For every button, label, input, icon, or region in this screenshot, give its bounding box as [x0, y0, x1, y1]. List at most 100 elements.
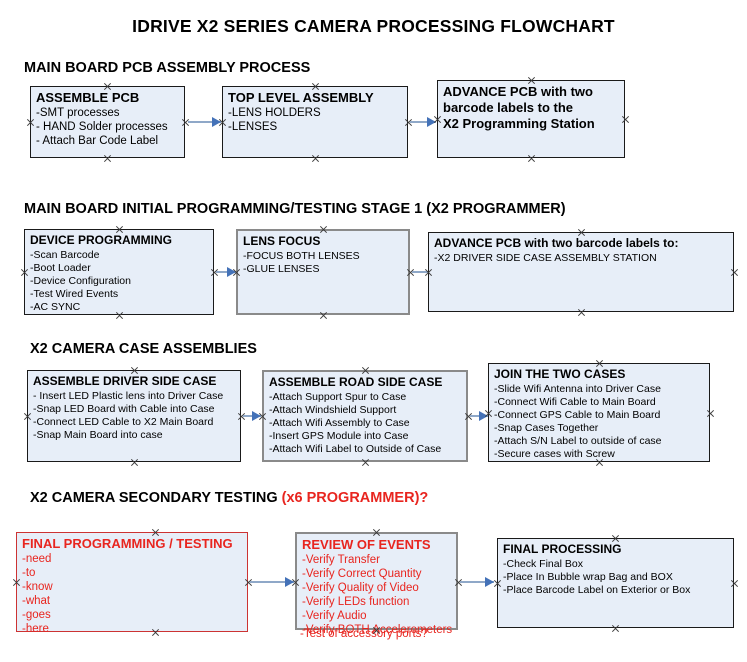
- connection-handle-right[interactable]: [706, 409, 715, 418]
- node-header: ASSEMBLE ROAD SIDE CASE: [269, 375, 443, 389]
- connection-handle-left[interactable]: [218, 118, 227, 127]
- connection-handle-top[interactable]: [361, 366, 370, 375]
- node-line: -Slide Wifi Antenna into Driver Case: [494, 383, 661, 395]
- node-line: -Secure cases with Screw: [494, 448, 615, 460]
- connection-handle-bottom[interactable]: [611, 624, 620, 633]
- node-final-programming-testing[interactable]: FINAL PROGRAMMING / TESTING -need -to -k…: [16, 532, 248, 635]
- connection-handle-top[interactable]: [103, 82, 112, 91]
- node-line: -LENSES: [228, 121, 278, 133]
- node-line: -to: [22, 567, 36, 579]
- connection-handle-top[interactable]: [611, 534, 620, 543]
- connection-handle-bottom[interactable]: [372, 626, 381, 635]
- arrow-connector: [460, 577, 494, 587]
- node-device-programming[interactable]: DEVICE PROGRAMMING -Scan Barcode -Boot L…: [24, 229, 214, 315]
- arrow-head: [485, 577, 494, 587]
- section-heading-4-text: X2 CAMERA SECONDARY TESTING: [30, 490, 282, 506]
- connection-handle-top[interactable]: [595, 359, 604, 368]
- connection-handle-bottom[interactable]: [103, 154, 112, 163]
- connection-handle-left[interactable]: [20, 268, 29, 277]
- node-line: -Device Configuration: [30, 275, 131, 287]
- connection-handle-right[interactable]: [730, 579, 739, 588]
- node-line: -Attach S/N Label to outside of case: [494, 435, 662, 447]
- node-top-level-assembly[interactable]: TOP LEVEL ASSEMBLY -LENS HOLDERS -LENSES: [222, 86, 408, 158]
- connection-handle-top[interactable]: [577, 228, 586, 237]
- connection-handle-left[interactable]: [424, 268, 433, 277]
- connection-handle-left[interactable]: [23, 412, 32, 421]
- node-line: -Scan Barcode: [30, 249, 100, 261]
- node-line: -here: [22, 623, 49, 635]
- connection-handle-right[interactable]: [730, 268, 739, 277]
- connection-handle-bottom[interactable]: [311, 154, 320, 163]
- node-line: -Check Final Box: [503, 558, 583, 570]
- node-header: TOP LEVEL ASSEMBLY: [228, 90, 374, 105]
- arrow-head: [212, 117, 221, 127]
- node-line: - Attach Bar Code Label: [36, 135, 159, 147]
- node-advance-pcb-programming-station[interactable]: ADVANCE PCB with two barcode labels to t…: [437, 80, 625, 158]
- node-line: -Attach Windshield Support: [269, 404, 397, 416]
- section-heading-2: MAIN BOARD INITIAL PROGRAMMING/TESTING S…: [24, 201, 566, 217]
- connection-handle-bottom[interactable]: [595, 458, 604, 467]
- arrow-shaft: [460, 581, 494, 583]
- connection-handle-bottom[interactable]: [130, 458, 139, 467]
- node-header: ADVANCE PCB with two: [443, 84, 593, 99]
- node-advance-pcb-driver-side-station[interactable]: ADVANCE PCB with two barcode labels to: …: [428, 232, 734, 312]
- node-review-of-events[interactable]: REVIEW OF EVENTS -Verify Transfer -Verif…: [295, 532, 458, 636]
- section-heading-2-text: MAIN BOARD INITIAL PROGRAMMING/TESTING S…: [24, 201, 566, 217]
- connection-handle-bottom[interactable]: [319, 311, 328, 320]
- connection-handle-bottom[interactable]: [151, 628, 160, 637]
- node-join-the-two-cases[interactable]: JOIN THE TWO CASES -Slide Wifi Antenna i…: [488, 363, 710, 462]
- section-heading-4: X2 CAMERA SECONDARY TESTING (x6 PROGRAMM…: [30, 490, 428, 506]
- connection-handle-top[interactable]: [115, 225, 124, 234]
- node-overflow-line: -Test of accessory ports?: [300, 628, 428, 640]
- connection-handle-bottom[interactable]: [361, 458, 370, 467]
- node-header: FINAL PROGRAMMING / TESTING: [22, 536, 233, 551]
- connection-handle-left[interactable]: [26, 118, 35, 127]
- node-line: - Insert LED Plastic lens into Driver Ca…: [33, 390, 224, 402]
- connection-handle-left[interactable]: [433, 115, 442, 124]
- arrow-head: [252, 411, 261, 421]
- connection-handle-top[interactable]: [372, 528, 381, 537]
- connection-handle-top[interactable]: [130, 366, 139, 375]
- node-header: ASSEMBLE PCB: [36, 90, 140, 105]
- node-line: -GLUE LENSES: [243, 263, 320, 275]
- node-final-processing[interactable]: FINAL PROCESSING -Check Final Box -Place…: [497, 538, 734, 628]
- connection-handle-bottom[interactable]: [527, 154, 536, 163]
- node-line: -Connect GPS Cable to Main Board: [494, 409, 661, 421]
- arrow-shaft: [216, 271, 236, 273]
- section-heading-4-note: (x6 PROGRAMMER)?: [281, 490, 429, 506]
- connection-handle-right[interactable]: [621, 115, 630, 124]
- connection-handle-left[interactable]: [232, 268, 241, 277]
- section-heading-1-text: MAIN BOARD PCB ASSEMBLY PROCESS: [24, 60, 311, 76]
- connection-handle-top[interactable]: [319, 225, 328, 234]
- node-line: -Boot Loader: [30, 262, 91, 274]
- node-header: ASSEMBLE DRIVER SIDE CASE: [33, 374, 217, 388]
- connection-handle-top[interactable]: [151, 528, 160, 537]
- node-line: X2 Programming Station: [443, 116, 595, 131]
- node-header: LENS FOCUS: [243, 234, 321, 248]
- connection-handle-left[interactable]: [291, 578, 300, 587]
- connection-handle-bottom[interactable]: [577, 308, 586, 317]
- arrow-connector: [188, 117, 221, 127]
- node-header: FINAL PROCESSING: [503, 542, 622, 556]
- node-header: JOIN THE TWO CASES: [494, 367, 626, 381]
- arrow-head: [285, 577, 294, 587]
- node-assemble-road-side-case[interactable]: ASSEMBLE ROAD SIDE CASE -Attach Support …: [262, 370, 468, 462]
- connection-handle-left[interactable]: [493, 579, 502, 588]
- connection-handle-left[interactable]: [258, 412, 267, 421]
- node-line: -Insert GPS Module into Case: [269, 430, 409, 442]
- connection-handle-top[interactable]: [527, 76, 536, 85]
- node-line: -what: [22, 595, 51, 607]
- node-lens-focus[interactable]: LENS FOCUS -FOCUS BOTH LENSES -GLUE LENS…: [236, 229, 410, 315]
- connection-handle-left[interactable]: [12, 578, 21, 587]
- connection-handle-bottom[interactable]: [115, 311, 124, 320]
- node-line: -Place In Bubble wrap Bag and BOX: [503, 571, 673, 583]
- connection-handle-top[interactable]: [311, 82, 320, 91]
- node-line: -X2 DRIVER SIDE CASE ASSEMBLY STATION: [434, 252, 657, 264]
- node-line: -Snap Main Board into case: [33, 429, 163, 441]
- node-line: -Snap Cases Together: [494, 422, 599, 434]
- connection-handle-left[interactable]: [484, 409, 493, 418]
- node-assemble-driver-side-case[interactable]: ASSEMBLE DRIVER SIDE CASE - Insert LED P…: [27, 370, 241, 462]
- node-assemble-pcb[interactable]: ASSEMBLE PCB -SMT processes - HAND Solde…: [30, 86, 185, 158]
- node-line: -need: [22, 553, 52, 565]
